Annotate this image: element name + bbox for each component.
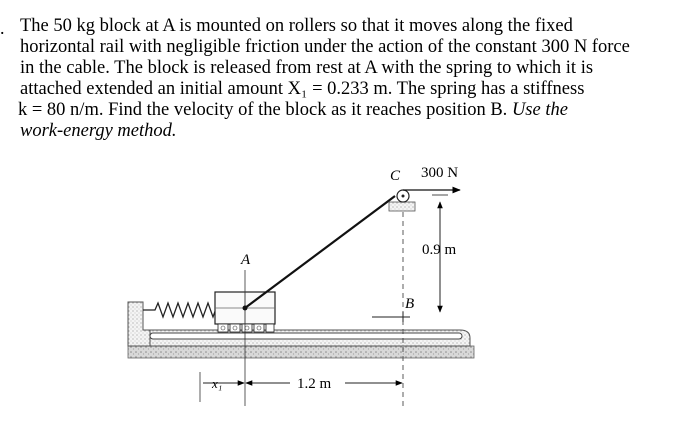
problem-line-2: horizontal rail with negligible friction… <box>20 37 630 57</box>
label-distance: 1.2 m <box>297 376 332 392</box>
cable <box>244 195 396 309</box>
rail-base <box>127 345 475 359</box>
method-hint-end: work-energy method. <box>20 121 177 141</box>
label-B: B <box>405 296 414 312</box>
label-C: C <box>390 168 401 184</box>
problem-line-5-text: k = 80 n/m. Find the velocity of the blo… <box>18 100 512 120</box>
problem-line-1: The 50 kg block at A is mounted on rolle… <box>20 16 573 36</box>
bullet-mark: . <box>0 18 5 38</box>
problem-line-6: work-energy method. <box>20 121 177 141</box>
rail-slot <box>149 332 463 340</box>
pulley-C <box>388 189 416 212</box>
cable-attachment <box>242 305 248 311</box>
label-x1: x₁ <box>211 376 222 391</box>
problem-line-4: attached extended an initial amount X₁ =… <box>20 79 585 99</box>
label-height: 0.9 m <box>422 242 457 258</box>
label-force: 300 N <box>421 165 458 181</box>
mechanism-figure: C 300 N 0.9 m A B x₁ 1.2 m <box>127 165 475 406</box>
problem-line-3: in the cable. The block is released from… <box>20 58 594 78</box>
problem-line-5: k = 80 n/m. Find the velocity of the blo… <box>18 100 568 120</box>
label-A: A <box>240 252 251 268</box>
rail-left-support <box>127 301 151 347</box>
method-hint-start: Use the <box>511 100 568 120</box>
